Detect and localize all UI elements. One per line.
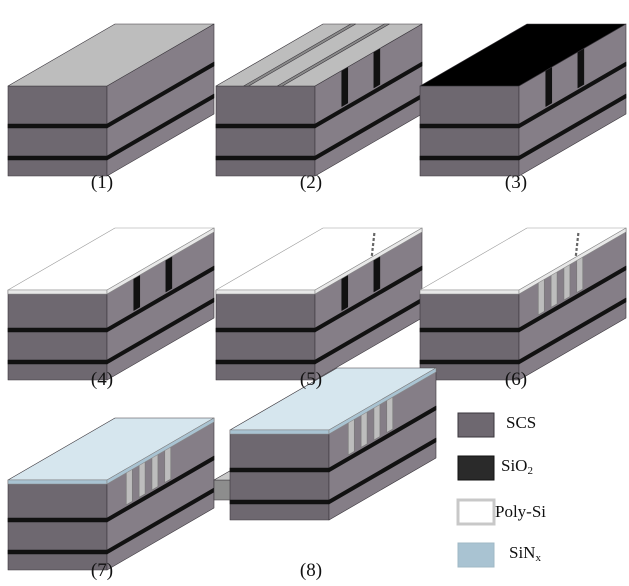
sio2-layer-side-1 [314,265,423,333]
step-label-5: (5) [299,369,323,390]
film-edge-front [229,429,330,435]
sio2-layer-front-1 [7,517,108,523]
sio2-layer-side-2 [518,297,627,365]
sio2-layer-front-1 [229,467,330,473]
release-holes-line [574,231,580,257]
step-7-block [7,417,215,571]
step-6-block [419,227,627,381]
top-face [7,23,215,87]
step-label-6: (6) [504,369,528,390]
trench-2 [373,48,381,89]
sio2-layer-front-2 [229,499,330,505]
sio2-layer-front-2 [419,359,520,365]
scs-front-face [419,289,520,381]
top-face [419,23,627,87]
sio2-layer-front-1 [419,327,520,333]
sio2-layer-front-2 [215,155,316,161]
trench-2 [577,48,585,89]
step-label-3: (3) [504,172,528,193]
film-edge-front [7,289,108,295]
sio2-layer-side-2 [518,93,627,161]
film-edge-side [106,227,215,295]
trench-1 [341,66,349,107]
legend-label-sinx: SiNx [509,543,541,564]
step-2-block [215,23,423,177]
sio2-layer-front-1 [215,123,316,129]
sio2-layer-side-1 [314,61,423,129]
trench-1 [545,66,553,107]
film-edge-side [314,227,423,295]
sio2-layer-side-2 [328,437,437,505]
scs-front-face [229,429,330,521]
step-label-8: (8) [299,560,323,581]
step-label-1: (1) [90,172,114,193]
sio2-layer-side-1 [518,265,627,333]
step-label-4: (4) [90,369,114,390]
top-groove-2 [277,23,390,87]
sio2-layer-front-1 [7,123,108,129]
legend-swatch-scs [457,412,495,438]
scs-front-face [215,85,316,177]
sio2-layer-front-1 [7,327,108,333]
sio2-layer-front-2 [215,359,316,365]
sio2-layer-side-1 [518,61,627,129]
scs-front-face [7,85,108,177]
film-edge-front [7,479,108,485]
legend-swatch-polysi [456,498,496,526]
scs-front-face [7,479,108,571]
step-label-2: (2) [299,172,323,193]
sio2-layer-front-1 [215,327,316,333]
film-edge-side [518,227,627,295]
step-1-block [7,23,215,177]
sio2-layer-front-2 [419,155,520,161]
scs-front-face [7,289,108,381]
film-edge-front [419,289,520,295]
sio2-layer-front-1 [419,123,520,129]
scs-front-face [215,289,316,381]
scs-front-face [419,85,520,177]
step-3-block [419,23,627,177]
legend-label-polysi: Poly-Si [495,502,547,521]
step-label-7: (7) [90,560,114,581]
sio2-layer-side-1 [106,265,215,333]
legend-swatch-sio2 [457,455,495,481]
sio2-layer-front-2 [7,155,108,161]
legend-swatch-sinx [457,542,495,568]
film-edge-front [215,289,316,295]
legend-label-scs: SCS [506,413,537,432]
sio2-layer-side-2 [106,93,215,161]
sio2-layer-front-2 [7,549,108,555]
film-edge-side [328,367,437,435]
top-groove-1 [243,23,357,87]
sio2-layer-side-1 [106,455,215,523]
film-edge-side [106,417,215,485]
sio2-layer-front-2 [7,359,108,365]
step-4-block [7,227,215,381]
sio2-layer-side-1 [106,61,215,129]
step-8-block [229,367,437,521]
sio2-layer-side-1 [328,405,437,473]
legend-label-sio2: SiO2 [501,456,533,477]
step-5-block [215,227,423,381]
release-holes-line [370,231,376,257]
sio2-layer-side-2 [106,297,215,365]
